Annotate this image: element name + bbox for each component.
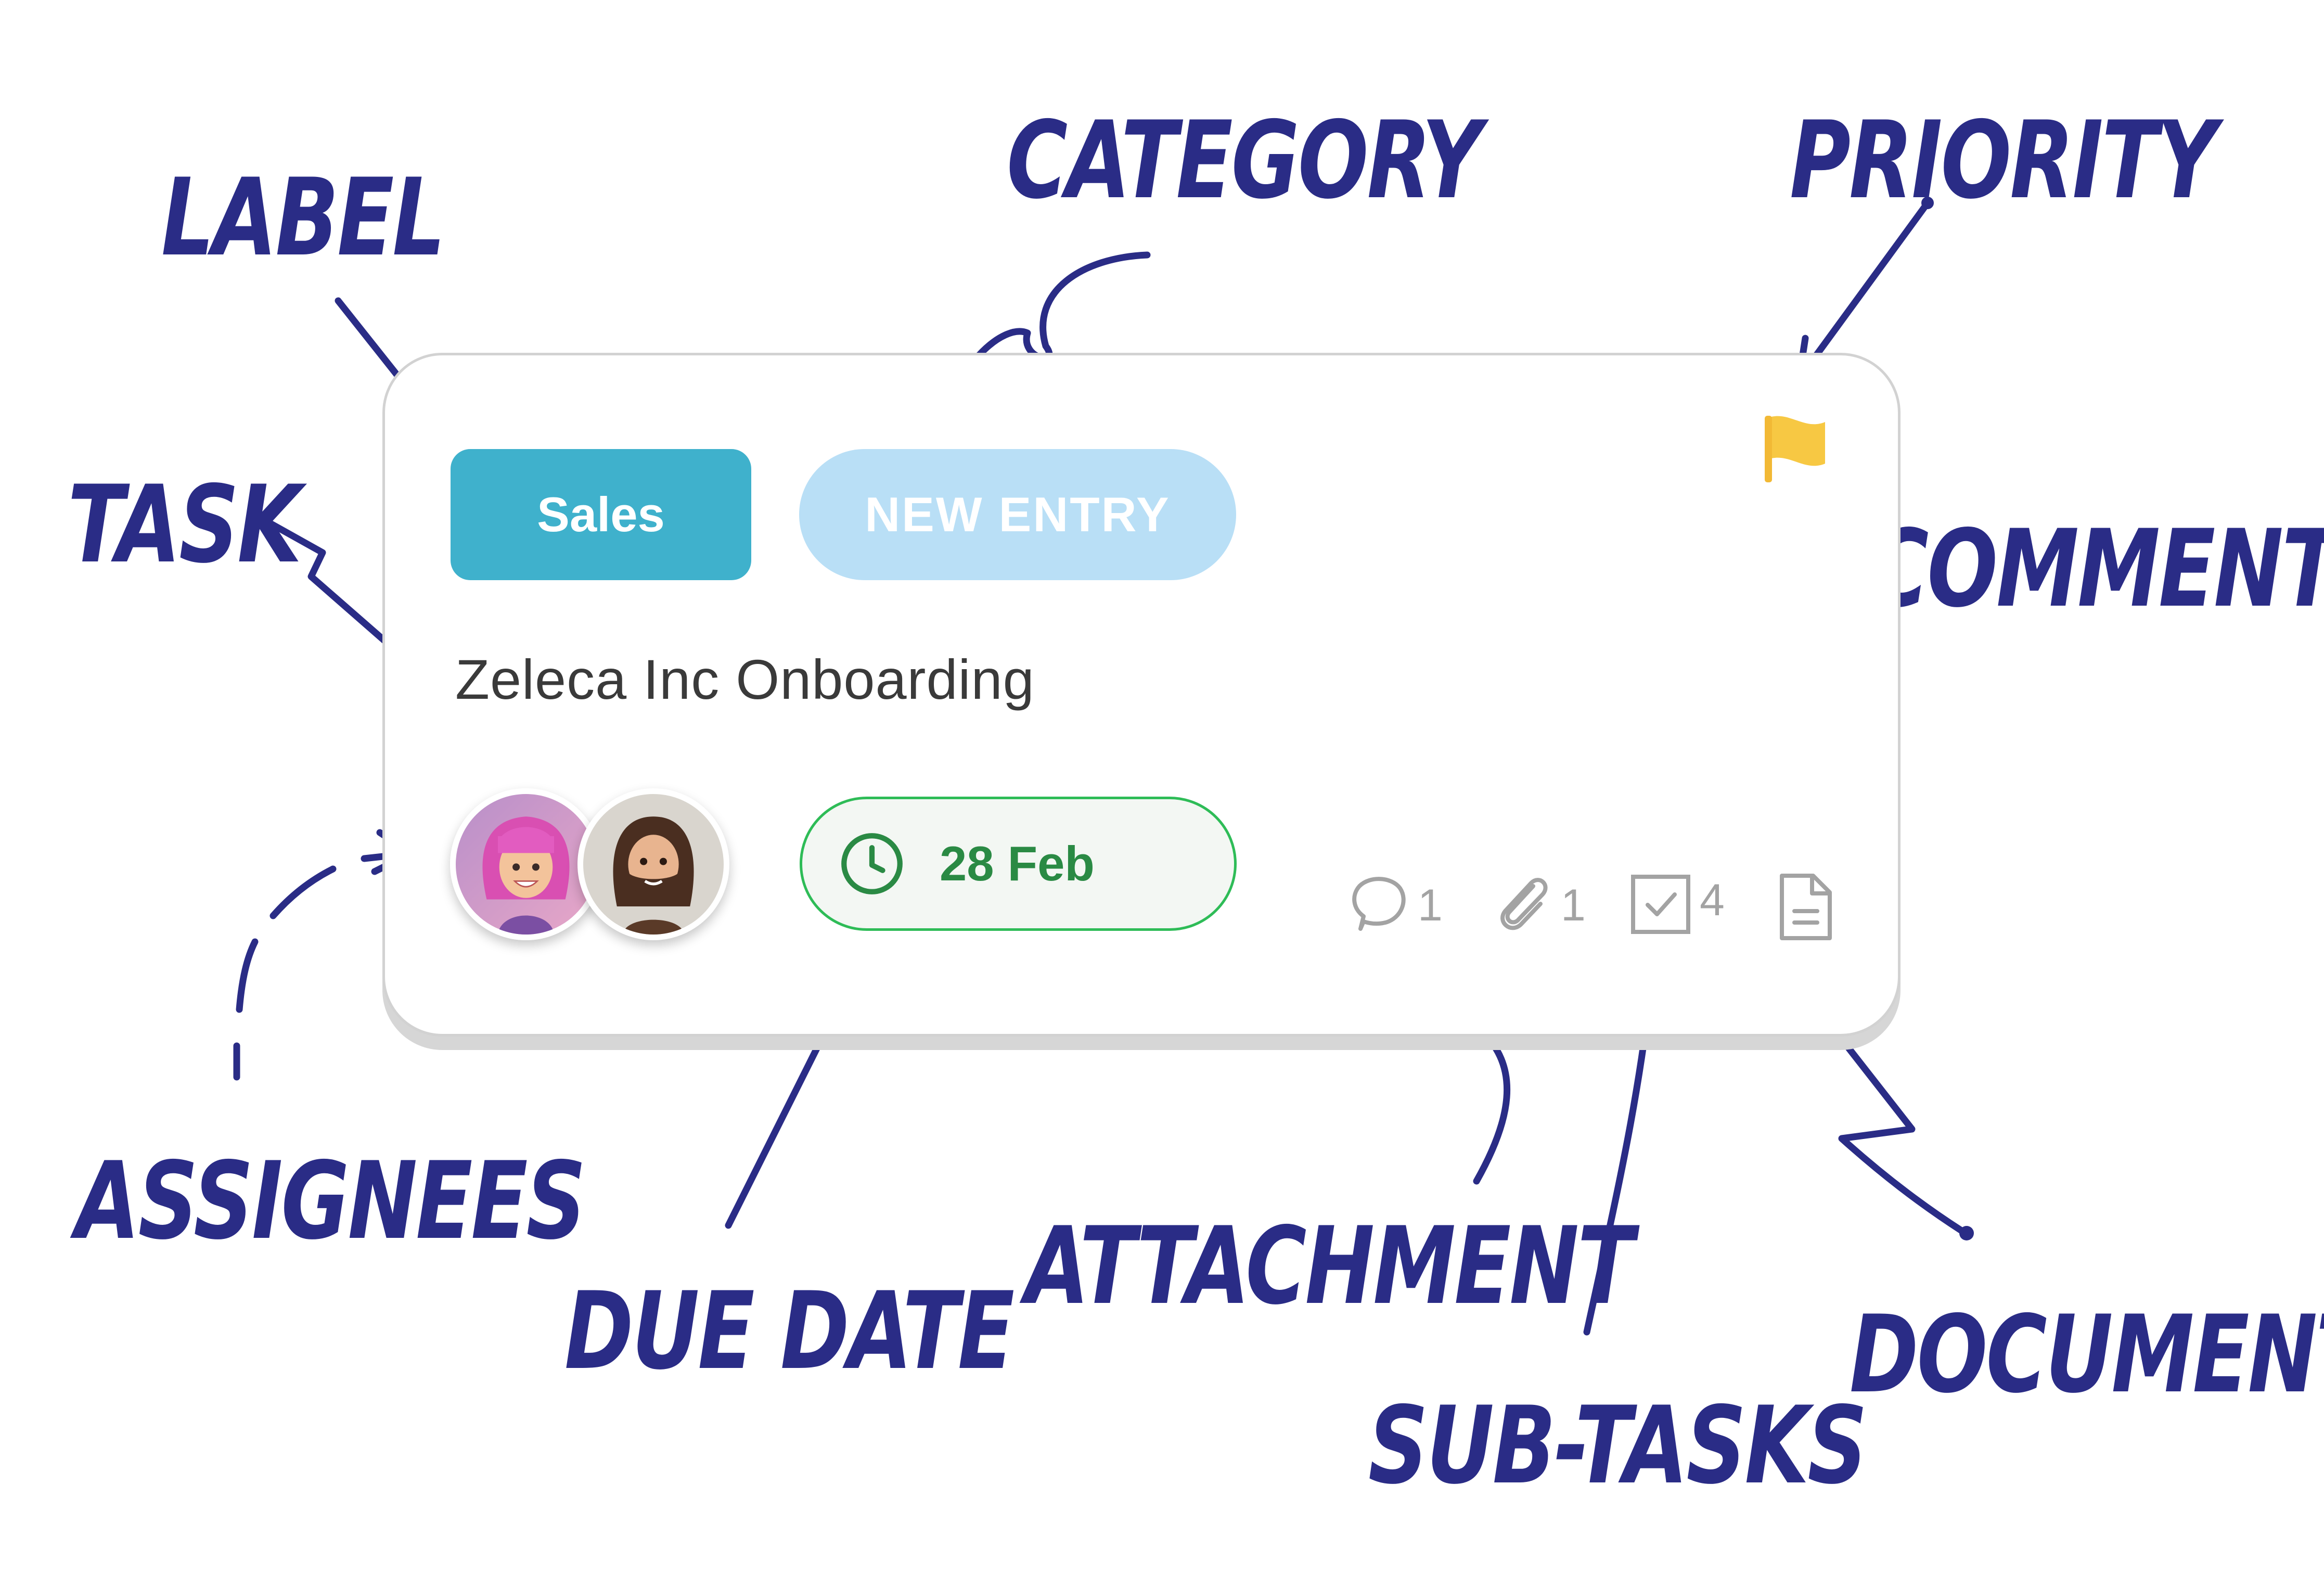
due-date-text: 28 Feb: [940, 836, 1095, 891]
subtasks-indicator[interactable]: 4: [1627, 871, 1731, 949]
annotation-priority: PRIORITY: [1790, 99, 2217, 223]
comments-indicator[interactable]: 1: [1345, 871, 1449, 949]
annotation-category: CATEGORY: [1007, 99, 1482, 223]
comment-bubble-icon: [1352, 877, 1406, 931]
annotation-task: TASK: [68, 463, 302, 587]
checkbox-icon: [1631, 875, 1690, 934]
annotation-sub-tasks: SUB-TASKS: [1368, 1384, 1867, 1508]
clock-icon: [841, 833, 903, 894]
document-arrow: [1796, 982, 1965, 1234]
subtasks-count: 4: [1700, 875, 1725, 925]
attachments-count: 1: [1561, 880, 1586, 930]
assignee-avatar-2: [613, 816, 694, 935]
due-date-pill[interactable]: 28 Feb: [800, 797, 1237, 931]
assignees-arrow: [233, 850, 415, 1081]
annotation-label: LABEL: [161, 156, 445, 280]
annotation-document: DOCUMENT: [1850, 1293, 2324, 1417]
annotation-assignees: ASSIGNEES: [75, 1140, 586, 1263]
avatar[interactable]: [450, 788, 602, 940]
priority-arrow: [1795, 199, 1931, 382]
task-arrow: [266, 519, 430, 681]
assignee-avatar-1: [482, 816, 570, 935]
annotation-attachment: ATTACHMENT: [1025, 1205, 1634, 1328]
task-title[interactable]: Zeleca Inc Onboarding: [455, 648, 1035, 711]
category-chip[interactable]: NEW ENTRY: [799, 449, 1236, 580]
document-icon: [1780, 874, 1832, 940]
document-indicator[interactable]: [1771, 871, 1844, 949]
task-card[interactable]: Sales NEW ENTRY Zeleca Inc Onboarding: [382, 353, 1901, 1036]
label-chip[interactable]: Sales: [451, 449, 751, 580]
paperclip-icon: [1500, 878, 1548, 930]
annotation-comments: COMMENTS: [1868, 507, 2324, 631]
annotation-due-date: DUE DATE: [564, 1270, 1015, 1393]
flag-icon[interactable]: [1757, 407, 1830, 485]
attachments-indicator[interactable]: 1: [1491, 871, 1595, 949]
comments-count: 1: [1418, 880, 1443, 930]
avatar[interactable]: [577, 788, 729, 940]
